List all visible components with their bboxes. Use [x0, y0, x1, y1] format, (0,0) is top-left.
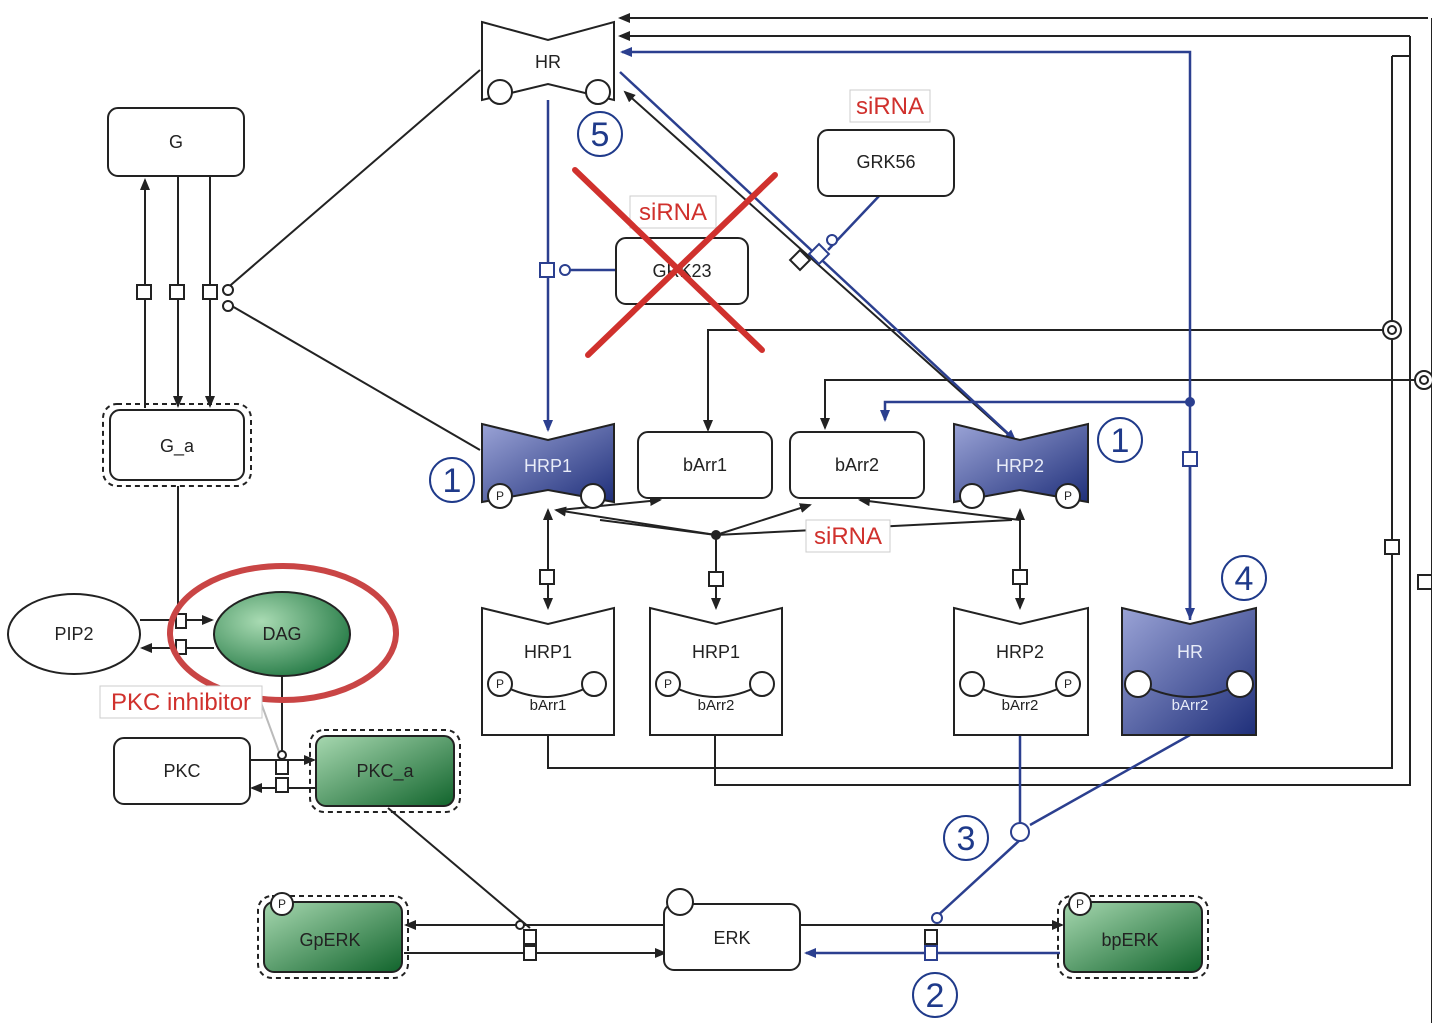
marker-3: 3 — [943, 815, 989, 861]
complex3-top: HRP2 — [996, 642, 1044, 662]
pkc-inhibitor-box: PKC inhibitor — [99, 685, 263, 719]
complex2-phospho: P — [664, 677, 672, 691]
bperk-label: bpERK — [1101, 930, 1158, 950]
barr1-node[interactable]: bArr1 — [637, 431, 773, 499]
sirna-barr2: siRNA — [814, 523, 882, 550]
pkc-a-node[interactable]: PKC_a — [309, 729, 461, 813]
svg-text:3: 3 — [957, 820, 976, 858]
gperk-label: GpERK — [299, 930, 360, 950]
hr-top-label: HR — [535, 52, 561, 72]
barr2-node[interactable]: bArr2 — [789, 431, 925, 499]
svg-text:2: 2 — [926, 977, 945, 1015]
svg-text:1: 1 — [443, 462, 462, 500]
complex3-phospho: P — [1064, 677, 1072, 691]
gperk-phospho: P — [278, 897, 286, 911]
g-node[interactable]: G — [107, 107, 245, 177]
sirna-grk23-label-box: siRNA — [629, 195, 717, 229]
pkc-node[interactable]: PKC — [113, 737, 251, 805]
complex3-bottom: bArr2 — [1002, 697, 1039, 714]
knockout-cross-icon — [572, 167, 778, 358]
g-label: G — [169, 132, 183, 152]
dag-node[interactable]: DAG — [213, 591, 351, 677]
bperk-phospho: P — [1076, 897, 1084, 911]
svg-text:4: 4 — [1235, 560, 1254, 598]
complex-hrp1-barr1[interactable]: P HRP1 bArr1 — [481, 606, 615, 736]
hr-top-node[interactable]: HR — [481, 20, 615, 105]
barr1-label: bArr1 — [683, 455, 727, 475]
complex2-bottom: bArr2 — [698, 697, 735, 714]
svg-text:1: 1 — [1111, 422, 1130, 460]
modulator-dots — [222, 234, 1432, 930]
pkc-inhibitor-label: PKC inhibitor — [111, 689, 251, 716]
reaction-squares — [136, 242, 1432, 961]
grk56-node[interactable]: GRK56 — [817, 129, 955, 197]
sirna-grk56: siRNA — [856, 93, 924, 120]
marker-1-right: 1 — [1097, 417, 1143, 463]
hrp1-node[interactable]: P HRP1 — [481, 422, 615, 509]
complex2-top: HRP1 — [692, 642, 740, 662]
marker-1-left: 1 — [429, 457, 475, 503]
erk-node[interactable]: ERK — [663, 888, 801, 971]
gperk-node[interactable]: P GpERK — [257, 892, 409, 979]
sirna-grk56-label-box: siRNA — [849, 89, 931, 123]
complex4-bottom: bArr2 — [1172, 697, 1209, 714]
g-a-label: G_a — [160, 436, 195, 457]
barr2-label: bArr2 — [835, 455, 879, 475]
pkc-label: PKC — [163, 761, 200, 781]
sirna-grk23: siRNA — [639, 199, 707, 226]
sirna-barr2-label-box: siRNA — [805, 519, 891, 553]
complex-hrp2-barr2[interactable]: P HRP2 bArr2 — [953, 606, 1089, 736]
hrp2-label: HRP2 — [996, 456, 1044, 476]
pip2-label: PIP2 — [54, 624, 93, 644]
marker-2: 2 — [912, 972, 958, 1018]
pip2-node[interactable]: PIP2 — [7, 593, 141, 675]
svg-text:5: 5 — [591, 116, 610, 154]
hrp2-node[interactable]: P HRP2 — [953, 422, 1089, 509]
complex1-phospho: P — [496, 677, 504, 691]
dag-label: DAG — [262, 624, 301, 644]
hrp1-phospho: P — [496, 489, 504, 503]
complex-hr-barr2[interactable]: HR bArr2 — [1121, 606, 1257, 736]
complex1-bottom: bArr1 — [530, 697, 567, 714]
erk-label: ERK — [713, 928, 750, 948]
complex-hrp1-barr2[interactable]: P HRP1 bArr2 — [649, 606, 783, 736]
hrp1-label: HRP1 — [524, 456, 572, 476]
bperk-node[interactable]: P bpERK — [1057, 892, 1209, 979]
pkc-a-label: PKC_a — [356, 761, 414, 782]
edges-black — [140, 13, 1432, 1023]
marker-5: 5 — [577, 111, 623, 157]
marker-4: 4 — [1221, 555, 1267, 601]
hrp2-phospho: P — [1064, 489, 1072, 503]
complex1-top: HRP1 — [524, 642, 572, 662]
g-a-node[interactable]: G_a — [102, 403, 252, 487]
highlight-ring — [167, 563, 399, 703]
grk56-label: GRK56 — [856, 152, 915, 172]
complex4-top: HR — [1177, 642, 1203, 662]
